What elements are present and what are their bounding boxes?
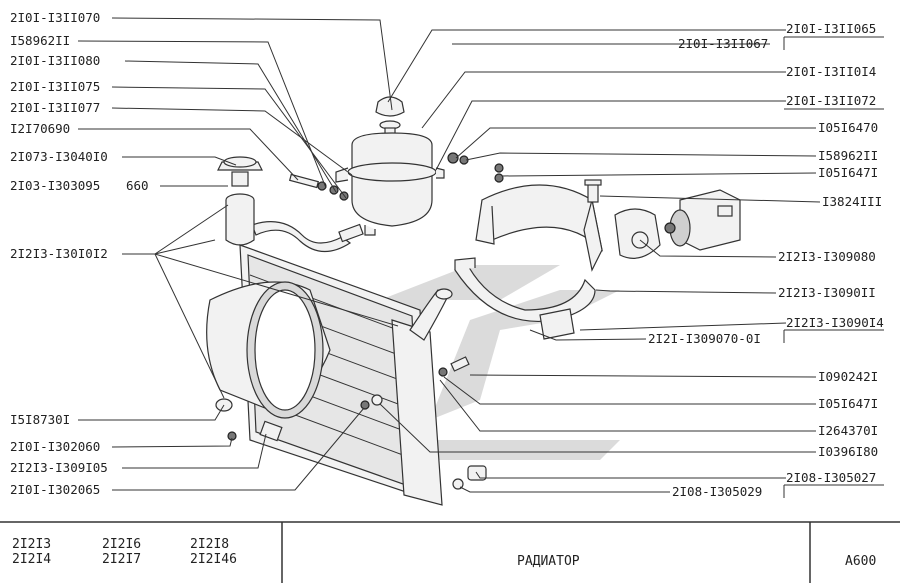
label-left-6: 2I073-I3040I0	[10, 149, 108, 164]
label-right-8: 2I2I3-I309080	[778, 249, 876, 264]
label-left-12: 2I2I3-I309I05	[10, 460, 108, 475]
sheet-code: A600	[845, 554, 876, 569]
model-code-2: 2I2I6	[102, 537, 141, 552]
parts-drawing	[206, 96, 741, 506]
radiator-filler-neck-part	[225, 193, 255, 246]
model-code-0: 2I2I3	[12, 537, 51, 552]
fan-ring-upper-part	[475, 184, 603, 272]
label-right-5: I58962II	[818, 148, 878, 163]
label-right-10: 2I2I3-I3090I4	[786, 315, 884, 330]
fan-motor-part	[664, 189, 741, 251]
tank-cap-part	[375, 96, 405, 139]
fan-motor-bracket-part	[614, 208, 661, 259]
small-fittings-part	[215, 152, 504, 490]
label-right-16: 2I08-I305027	[786, 470, 876, 485]
model-code-3: 2I2I7	[102, 552, 141, 567]
label-right-1: 2I0I-I3II067	[678, 36, 768, 51]
fan-ring-lower-part	[454, 257, 596, 340]
label-right-12: I090242I	[818, 369, 878, 384]
leader-lines	[77, 17, 884, 498]
tank-hose-part	[251, 221, 364, 253]
label-left-13: 2I0I-I302065	[10, 482, 100, 497]
title-block: 2I2I3 2I2I4 2I2I6 2I2I7 2I2I8 2I2I46 РАД…	[0, 521, 900, 583]
sheet-title: РАДИАТОР	[517, 554, 580, 569]
model-code-1: 2I2I4	[12, 552, 51, 567]
label-right-7: I3824III	[822, 194, 882, 209]
label-left-11: 2I0I-I302060	[10, 439, 100, 454]
label-right-9: 2I2I3-I3090II	[778, 285, 876, 300]
label-right-17: 2I08-I305029	[672, 484, 762, 499]
fan-shroud-part	[206, 281, 331, 419]
label-left-5: I2I70690	[10, 121, 70, 136]
label-right-13: I05I647I	[818, 396, 878, 411]
radiator-cap-part	[217, 156, 263, 187]
label-right-15: I0396I80	[818, 444, 878, 459]
label-right-0: 2I0I-I3II065	[786, 21, 876, 36]
label-left-4: 2I0I-I3II077	[10, 100, 100, 115]
label-right-2: 2I0I-I3II0I4	[786, 64, 876, 79]
label-left-9: 2I2I3-I30I0I2	[10, 246, 108, 261]
labels-right: 2I0I-I3II065 2I0I-I3II067 2I0I-I3II0I4 2…	[648, 21, 884, 499]
motor-bolt-part	[584, 179, 602, 203]
label-right-4: I05I6470	[818, 120, 878, 135]
label-left-0: 2I0I-I3II070	[10, 10, 100, 25]
label-right-3: 2I0I-I3II072	[786, 93, 876, 108]
label-left-7: 2I03-I303095	[10, 178, 100, 193]
label-right-6: I05I647I	[818, 165, 878, 180]
labels-left: 2I0I-I3II070 I58962II 2I0I-I3II080 2I0I-…	[10, 10, 149, 497]
label-left-1: I58962II	[10, 33, 70, 48]
label-left-10: I5I8730I	[10, 412, 70, 427]
model-code-4: 2I2I8	[190, 537, 229, 552]
label-right-14: I264370I	[818, 423, 878, 438]
label-left-2: 2I0I-I3II080	[10, 53, 100, 68]
label-right-11: 2I2I-I309070-0I	[648, 331, 761, 346]
expansion-tank-part	[335, 132, 445, 236]
label-left-8: 660	[126, 178, 149, 193]
label-left-3: 2I0I-I3II075	[10, 79, 100, 94]
model-code-5: 2I2I46	[190, 552, 237, 567]
radiator-outlet-pipe-part	[409, 288, 453, 341]
